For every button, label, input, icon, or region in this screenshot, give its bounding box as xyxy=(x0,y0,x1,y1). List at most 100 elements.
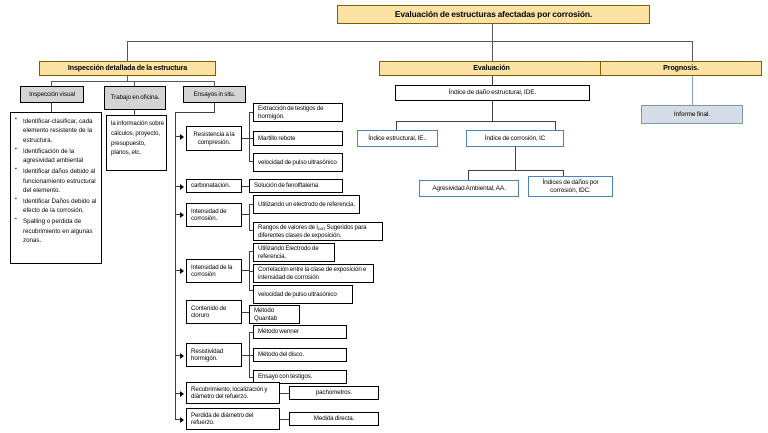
node-resistencia-compresion-label: Resistencia a la compresión. xyxy=(193,131,235,146)
node-evaluacion-label: Evaluación xyxy=(473,64,510,73)
node-resistividad-hormigon-label: Resistividad hormigón. xyxy=(191,347,224,362)
trabajo-oficina-text-box: la información sobre cálculos, proyecto,… xyxy=(106,115,167,171)
node-indices-danos-corrosion-label: Índices de daños por corrosión, IDC. xyxy=(542,178,599,194)
connector-drop-inspeccion xyxy=(127,41,129,61)
connector-resistencia-out xyxy=(242,138,250,140)
node-intensidad-corrosion-2: Intensidad de la corrosión xyxy=(186,259,242,283)
node-rangos-valores-icorr: Rangos de valores de Icorr Sugeridos par… xyxy=(253,222,383,241)
connector-ensayo-7-stub xyxy=(175,393,181,395)
node-indice-estructural-label: Índice estructural, IE.. xyxy=(368,134,427,142)
connector-inspeccion-vertical xyxy=(127,76,129,82)
connector-ensayo-2-stub xyxy=(175,186,181,188)
node-pachometros: pachometros. xyxy=(289,386,379,400)
node-prognosis-label: Prognosis. xyxy=(663,64,699,73)
node-extraccion-testigos-label: Extracción de testigos de hormigón. xyxy=(258,105,324,120)
node-carbonatacion: carbonatacion. xyxy=(186,179,242,193)
node-correlacion-exposicion: Correlación entre la clase de exposición… xyxy=(253,264,374,283)
arrow-ensayo-6 xyxy=(180,352,184,359)
connector-resistividad-c3 xyxy=(249,377,254,379)
node-indice-corrosion-label: Índice de corrosión, IC xyxy=(484,134,546,142)
connector-drop-aa xyxy=(468,170,470,181)
node-martillo-rebote: Martillo rebote xyxy=(253,131,343,146)
node-informe-final-label: Informe final. xyxy=(673,110,711,118)
node-extraccion-testigos: Extracción de testigos de hormigón. xyxy=(253,103,343,122)
node-contenido-cloruro: Contenido de cloruro xyxy=(186,300,242,324)
connector-title-vertical xyxy=(492,24,494,42)
node-medida-directa: Medida directa. xyxy=(289,412,379,426)
list-item: Identificar Daños debido al efecto de la… xyxy=(15,196,98,216)
node-intensidad-corrosion-1: Intensidad de corrosión. xyxy=(186,203,242,227)
connector-oficina-to-text xyxy=(134,110,136,115)
diagram-title-text: Evaluación de estructuras afectadas por … xyxy=(394,8,593,19)
node-recubrimiento-localizacion: Recubrimiento, localización y diámetro d… xyxy=(186,382,280,404)
node-indices-danos-corrosion: Índices de daños por corrosión, IDC. xyxy=(528,176,613,197)
trabajo-oficina-text: la información sobre cálculos, proyecto,… xyxy=(111,120,164,157)
node-prognosis: Prognosis. xyxy=(600,61,762,76)
connector-intensidad1-c1 xyxy=(249,204,254,206)
node-velocidad-pulso-2-label: velocidad de pulso ultrasónico xyxy=(258,290,337,298)
node-intensidad-corrosion-2-label: Intensidad de la corrosión xyxy=(191,263,233,278)
node-utilizando-electrodo-2-label: Utilizando Electrodo de referencia. xyxy=(258,245,319,260)
connector-ide-down xyxy=(492,101,494,122)
connector-resistencia-c1 xyxy=(249,112,254,114)
connector-intensidad1-bus xyxy=(249,204,251,231)
node-metodo-wenner: Método wenner xyxy=(253,325,347,339)
node-evaluacion: Evaluación xyxy=(379,61,604,76)
connector-intensidad1-out xyxy=(242,214,250,216)
node-metodo-quantab-label: Método Quantab xyxy=(254,307,278,322)
node-contenido-cloruro-label: Contenido de cloruro xyxy=(191,304,227,319)
node-utilizando-electrodo-2: Utilizando Electrodo de referencia. xyxy=(253,243,335,262)
connector-perdida-out xyxy=(280,419,290,421)
connector-main-horizontal xyxy=(127,41,693,43)
node-indice-corrosion: Índice de corrosión, IC xyxy=(466,130,564,147)
node-medida-directa-label: Medida directa. xyxy=(313,415,355,423)
connector-drop-prognosis xyxy=(691,41,693,61)
connector-drop-ensayos xyxy=(214,81,216,87)
node-carbonatacion-label: carbonatacion. xyxy=(191,182,231,190)
node-rangos-valores-icorr-label: Rangos de valores de Icorr Sugeridos par… xyxy=(258,224,367,239)
node-ensayos-in-situ-label: Ensayos in situ. xyxy=(193,90,236,98)
node-martillo-rebote-label: Martillo rebote xyxy=(258,134,296,142)
connector-drop-visual xyxy=(51,81,53,87)
connector-ensayos-to-trunk xyxy=(214,103,216,112)
connector-intensidad2-c2 xyxy=(249,271,254,273)
connector-resistividad-c1 xyxy=(249,332,254,334)
node-pachometros-label: pachometros. xyxy=(315,389,353,397)
connector-ic-horizontal xyxy=(468,170,564,172)
node-ide-label: Índice de daño estructural, IDE. xyxy=(448,89,537,97)
connector-ensayos-spine-horizontal xyxy=(175,112,215,114)
connector-ensayo-8-stub xyxy=(175,419,181,421)
connector-resistividad-out xyxy=(242,355,250,357)
node-velocidad-pulso-1-label: velocidad de pulso ultrasónico xyxy=(258,158,337,166)
node-metodo-disco: Método del disco. xyxy=(253,348,347,362)
list-item: Identificar daños debido al funcionamien… xyxy=(15,166,98,195)
list-item: Identificación de la agresividad ambient… xyxy=(15,146,98,166)
arrow-ensayo-4 xyxy=(180,267,184,274)
arrow-ensayo-8 xyxy=(180,416,184,423)
connector-resistencia-bus xyxy=(249,112,251,162)
node-ide: Índice de daño estructural, IDE. xyxy=(395,85,590,101)
node-utilizando-electrodo-1-label: Utilizando un electrodo de referencia. xyxy=(258,200,356,208)
connector-intensidad2-c1 xyxy=(249,251,254,253)
node-ensayos-in-situ: Ensayos in situ. xyxy=(183,86,246,103)
arrow-ensayo-3 xyxy=(180,211,184,218)
node-metodo-wenner-label: Método wenner xyxy=(258,328,299,336)
connector-ide-horizontal xyxy=(396,121,556,123)
connector-resistencia-c3 xyxy=(249,161,254,163)
node-inspeccion-visual-label: Inspección visual xyxy=(29,90,75,98)
connector-ensayo-1-stub xyxy=(175,136,181,138)
list-item: Spalling o perdida de recubrimiento en a… xyxy=(15,216,98,245)
connector-visual-to-list xyxy=(51,103,53,112)
node-informe-final: Informe final. xyxy=(641,105,743,124)
connector-inspeccion-horizontal xyxy=(51,81,215,83)
connector-ensayo-4-stub xyxy=(175,270,181,272)
connector-cloruro-out xyxy=(242,312,250,314)
arrow-ensayo-1 xyxy=(180,133,184,140)
node-trabajo-oficina: Trabajo en oficina. xyxy=(104,86,166,110)
node-recubrimiento-localizacion-label: Recubrimiento, localización y diámetro d… xyxy=(191,385,268,400)
connector-resistencia-c2 xyxy=(249,138,254,140)
node-metodo-quantab: Método Quantab xyxy=(249,305,300,324)
list-item: Identificar-clasificar, cada elemento re… xyxy=(15,116,98,145)
node-perdida-diametro-label: Perdida de diámetro del refuerzo. xyxy=(191,411,254,426)
